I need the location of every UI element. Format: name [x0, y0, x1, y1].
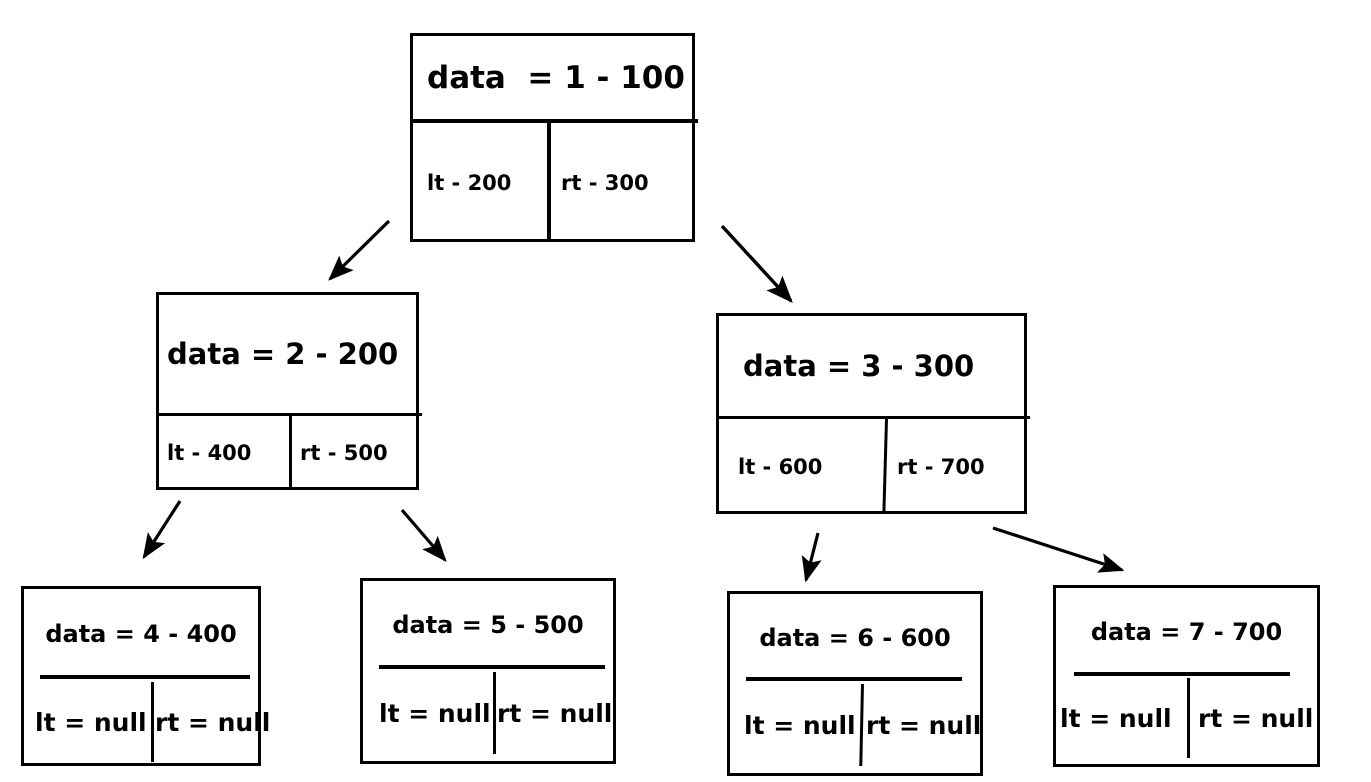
node-3-right-pointer-label: rt - 700	[897, 454, 985, 479]
node-3-vertical-divider	[882, 418, 888, 515]
edge-root-to-node2	[328, 219, 391, 281]
node-7-data-label: data = 7 - 700	[1090, 618, 1283, 646]
tree-node-6[interactable]: data = 6 - 600 lt = null rt = null	[727, 591, 983, 776]
tree-node-4[interactable]: data = 4 - 400 lt = null rt = null	[21, 586, 270, 766]
node-4-vertical-divider	[151, 682, 154, 762]
node-5-vertical-divider	[493, 672, 496, 754]
node-4-right-pointer-label: rt = null	[155, 707, 271, 737]
node-4-horizontal-divider	[40, 675, 250, 679]
node-6-vertical-divider	[859, 683, 864, 767]
node-5-left-pointer-label: lt = null	[379, 698, 491, 728]
tree-node-3[interactable]: data = 3 - 300 lt - 600 rt - 700	[716, 313, 1030, 515]
node-6-data-label: data = 6 - 600	[759, 624, 951, 652]
node-5-right-pointer-label: rt = null	[497, 698, 613, 728]
node-3-data-label: data = 3 - 300	[743, 349, 975, 383]
node-1-horizontal-divider	[413, 119, 698, 123]
node-5-data-label: data = 5 - 500	[392, 611, 584, 639]
node-3-horizontal-divider	[719, 416, 1030, 419]
node-1-right-pointer-label: rt - 300	[561, 170, 649, 195]
node-4-left-pointer-label: lt = null	[35, 707, 147, 737]
node-2-left-pointer-label: lt - 400	[167, 441, 252, 465]
node-7-right-pointer-label: rt = null	[1198, 703, 1314, 733]
node-7-vertical-divider	[1187, 678, 1190, 758]
tree-node-1[interactable]: data = 1 - 100 lt - 200 rt - 300	[410, 33, 698, 242]
edge-node2-to-node5	[400, 508, 447, 562]
tree-node-5[interactable]: data = 5 - 500 lt = null rt = null	[360, 578, 616, 764]
node-3-left-pointer-label: lt - 600	[738, 454, 823, 479]
tree-node-7[interactable]: data = 7 - 700 lt = null rt = null	[1053, 585, 1320, 767]
node-1-data-label: data = 1 - 100	[427, 59, 685, 96]
node-1-vertical-divider	[547, 123, 551, 242]
node-6-horizontal-divider	[746, 677, 962, 681]
node-2-right-pointer-label: rt - 500	[300, 441, 388, 465]
tree-node-2[interactable]: data = 2 - 200 lt - 400 rt - 500	[156, 292, 422, 490]
node-2-data-label: data = 2 - 200	[167, 337, 399, 371]
node-2-vertical-divider	[289, 416, 292, 490]
node-6-right-pointer-label: rt = null	[866, 710, 982, 740]
edge-node3-to-node6	[801, 532, 822, 583]
node-7-horizontal-divider	[1074, 672, 1290, 676]
node-6-left-pointer-label: lt = null	[744, 710, 856, 740]
node-1-left-pointer-label: lt - 200	[427, 170, 512, 195]
edge-node2-to-node4	[142, 500, 182, 560]
edge-root-to-node3	[720, 224, 793, 304]
node-5-horizontal-divider	[379, 665, 605, 669]
edge-node3-to-node7	[992, 526, 1125, 573]
node-4-data-label: data = 4 - 400	[45, 620, 237, 648]
node-7-left-pointer-label: lt = null	[1060, 703, 1172, 733]
node-2-horizontal-divider	[159, 413, 422, 416]
